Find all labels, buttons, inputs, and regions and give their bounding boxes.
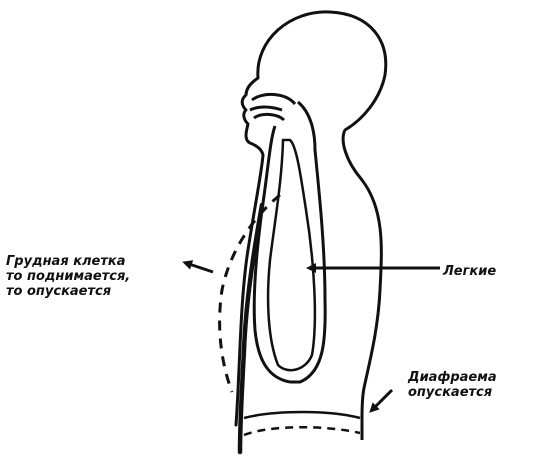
tongue xyxy=(250,107,282,110)
diaphragm-lowered-dashed xyxy=(244,427,360,435)
chest-label-line2: то поднимается, xyxy=(6,269,130,284)
mouth-passage xyxy=(254,114,284,120)
nasal-passage xyxy=(252,94,295,104)
lung xyxy=(268,140,315,370)
diaphragm-label: Диафраема опускается xyxy=(408,370,497,400)
diaphragm-label-line2: опускается xyxy=(408,385,497,400)
chest-label: Грудная клетка то поднимается, то опуска… xyxy=(6,254,130,299)
lungs-label-line1: Легкие xyxy=(443,264,496,279)
diaphragm-top xyxy=(244,412,360,418)
lungs-label: Легкие xyxy=(443,264,496,279)
airway-back xyxy=(290,102,325,382)
arrow-diaphragm xyxy=(372,390,392,410)
chest-label-line3: то опускается xyxy=(6,284,130,299)
chest-label-line1: Грудная клетка xyxy=(6,254,130,269)
arrow-chest xyxy=(186,263,213,272)
diaphragm-label-line1: Диафраема xyxy=(408,370,497,385)
